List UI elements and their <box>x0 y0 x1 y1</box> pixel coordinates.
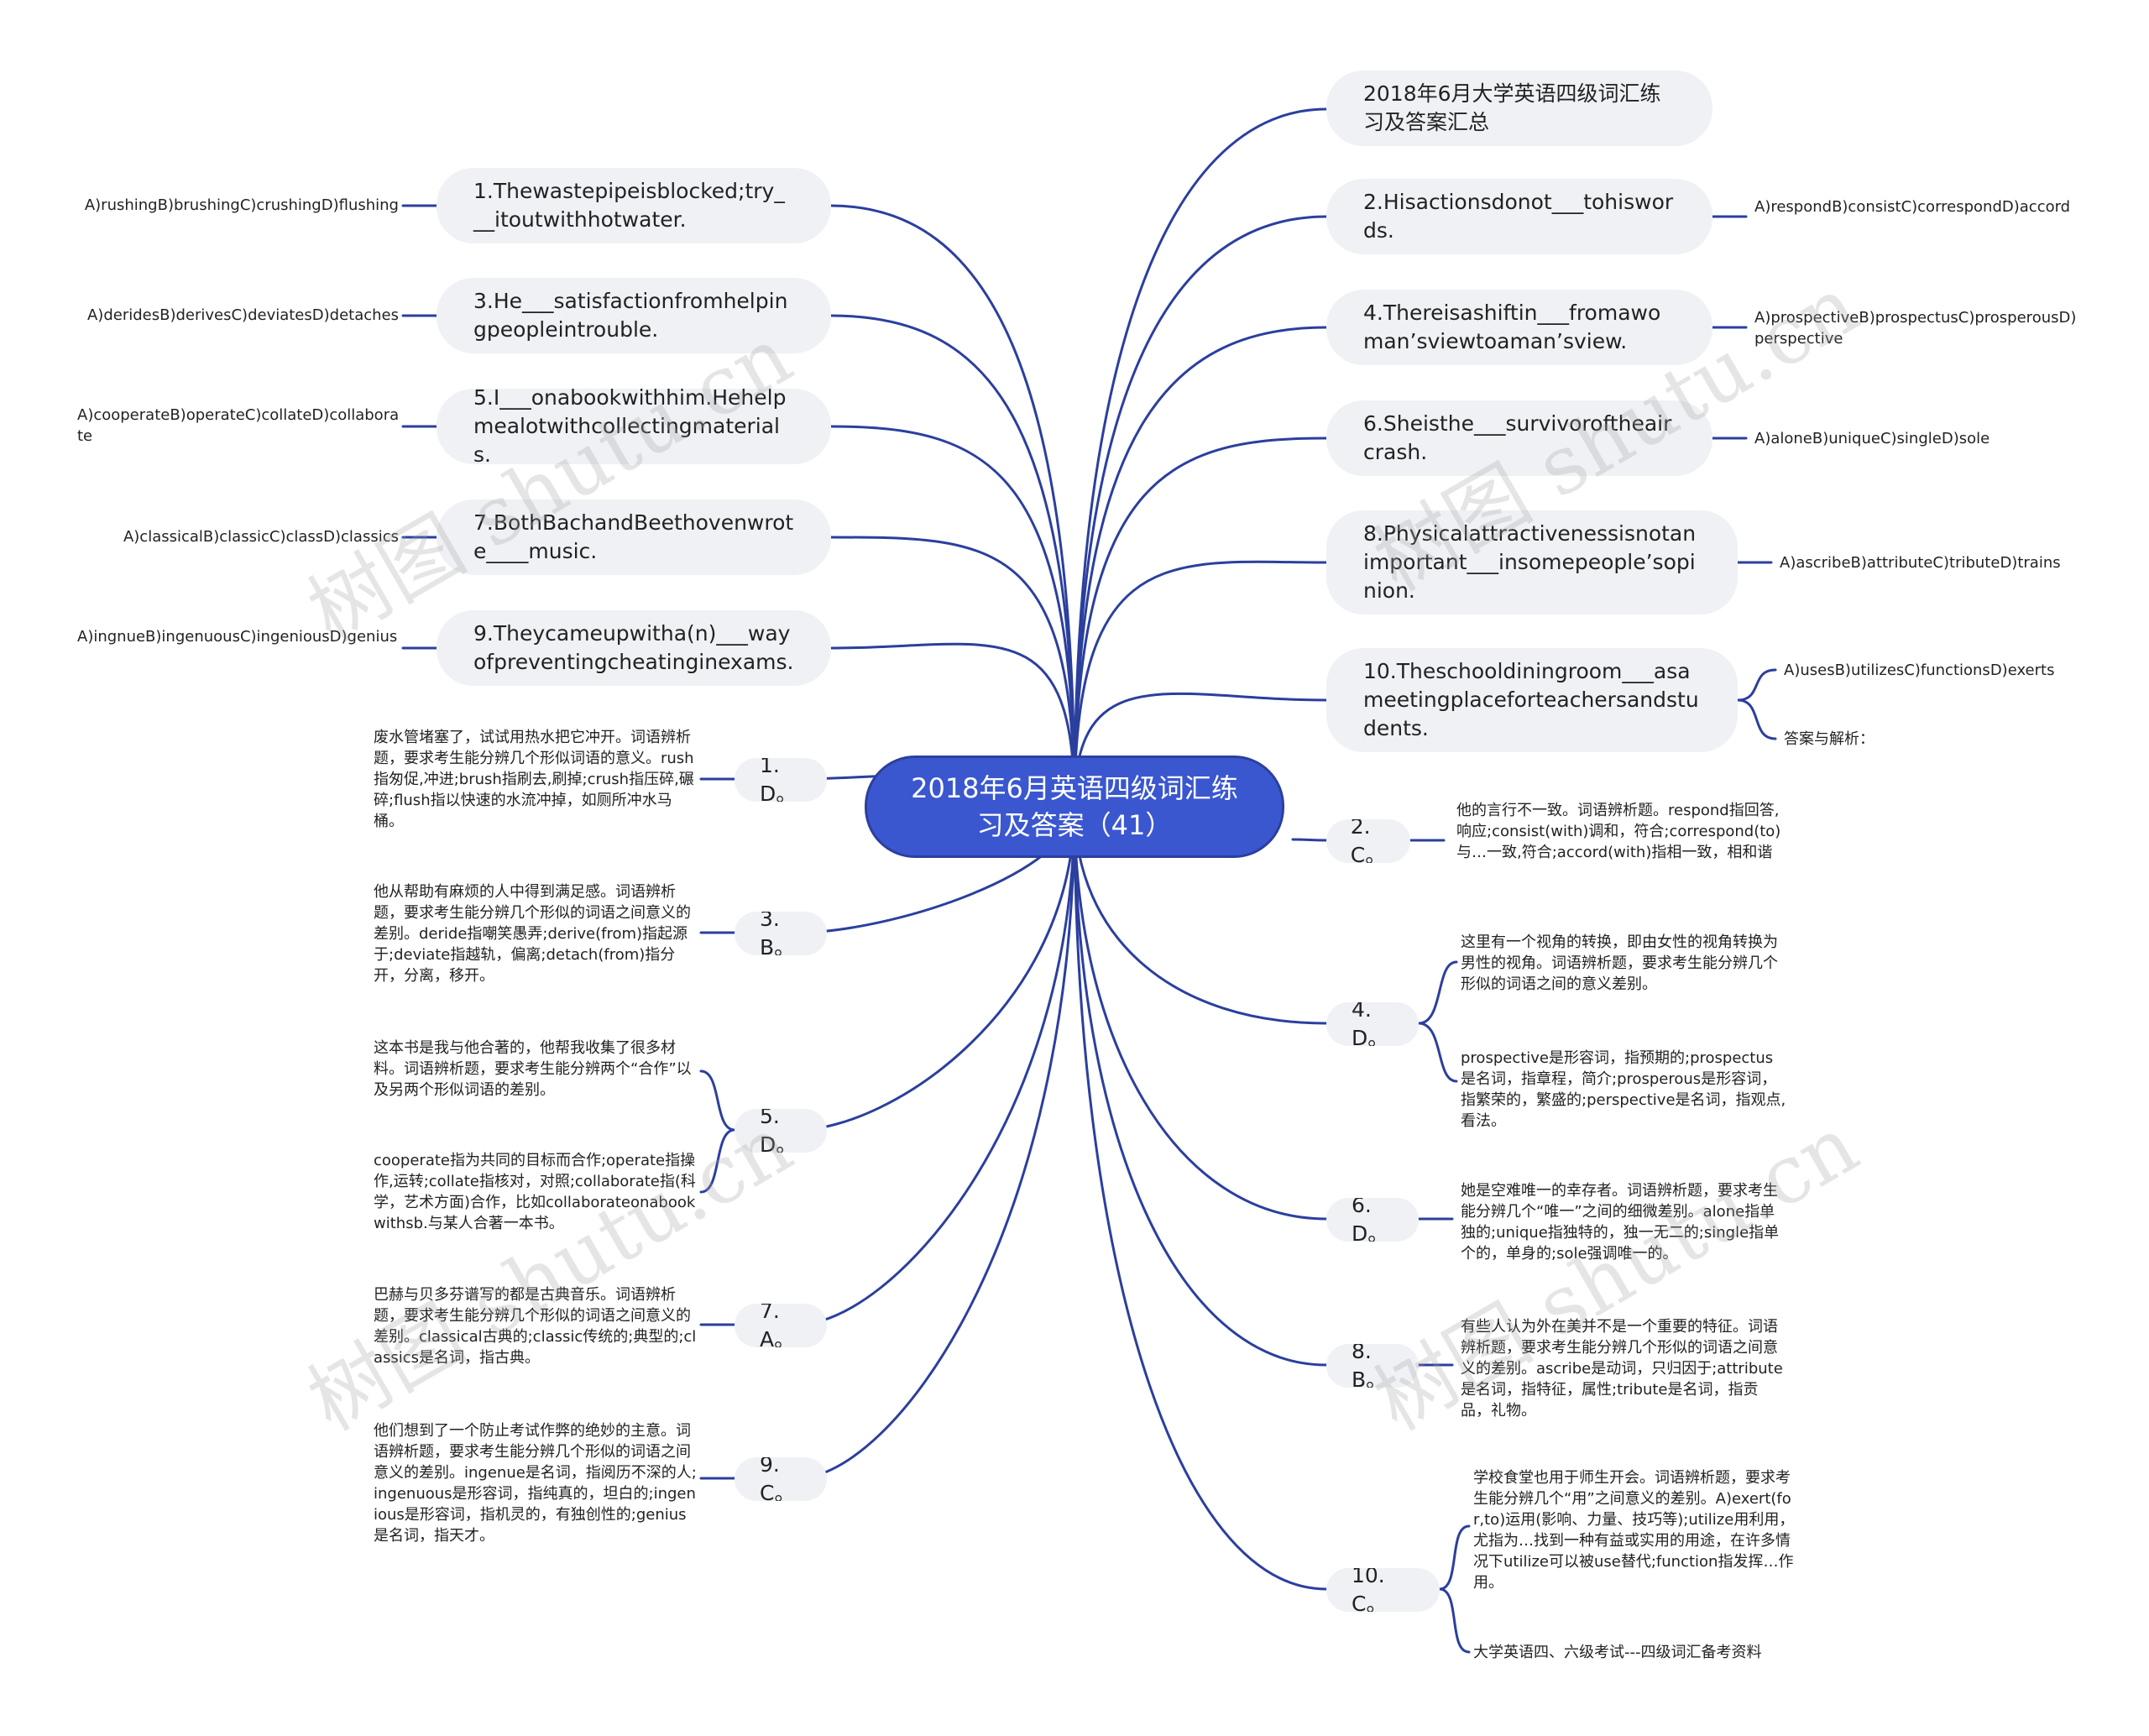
left-leaf-options-3: A)deridesB)derivesC)deviatesD)detaches <box>86 306 399 324</box>
answer-node-10c[interactable]: 10.C。 <box>1326 1568 1440 1612</box>
left-node-3[interactable]: 3.He___satisfactionfromhelpingpeopleintr… <box>437 278 831 353</box>
right-leaf-explain-8: 有些人认为外在美并不是一个重要的特征。词语辨析题，要求考生能分辨几个形似的词语之… <box>1461 1318 1783 1420</box>
right-node-6[interactable]: 10.Theschooldiningroom___asameetingplace… <box>1326 648 1738 752</box>
right-node-1[interactable]: 2018年6月大学英语四级词汇练习及答案汇总 <box>1326 71 1712 146</box>
root-topic[interactable]: 2018年6月英语四级词汇练习及答案（41） <box>865 756 1284 858</box>
left-leaf-explain-3: 他从帮助有麻烦的人中得到满足感。词语辨析题，要求考生能分辨几个形似的词语之间意义… <box>374 883 691 985</box>
answer-node-3b[interactable]: 3.B。 <box>735 912 827 955</box>
answer-node-4d[interactable]: 4.D。 <box>1326 1002 1419 1046</box>
connector-lines <box>401 107 1777 1654</box>
answer-node-9c[interactable]: 9.C。 <box>735 1457 827 1501</box>
left-leaf-options-5: A)cooperateB)operateC)collateD)collabora… <box>77 406 400 445</box>
right-leaf-explain-4b: prospective是形容词，指预期的;prospectus是名词，指章程，简… <box>1461 1049 1786 1130</box>
right-leaf-explain-10: 学校食堂也用于师生开会。词语辨析题，要求考生能分辨几个“用”之间意义的差别。A)… <box>1473 1469 1795 1592</box>
left-leaf-explain-7: 巴赫与贝多芬谱写的都是古典音乐。词语辨析题，要求考生能分辨几个形似的词语之间意义… <box>374 1286 697 1367</box>
left-leaf-explain-5a: 这本书是我与他合著的，他帮我收集了很多材料。词语辨析题，要求考生能分辨两个“合作… <box>374 1039 692 1099</box>
right-leaf-options-10: A)usesB)utilizesC)functionsD)exerts <box>1784 661 2055 679</box>
right-leaf-reference: 大学英语四、六级考试---四级词汇备考资料 <box>1473 1644 1762 1661</box>
right-node-4[interactable]: 6.Sheisthe___survivoroftheaircrash. <box>1326 400 1712 476</box>
right-node-5[interactable]: 8.Physicalattractivenessisnotanimportant… <box>1326 510 1738 614</box>
left-node-7[interactable]: 7.BothBachandBeethovenwrote____music. <box>437 499 831 575</box>
left-leaf-explain-9: 他们想到了一个防止考试作弊的绝妙的主意。词语辨析题，要求考生能分辨几个形似的词语… <box>374 1422 697 1545</box>
answer-node-6d[interactable]: 6.D。 <box>1326 1198 1419 1242</box>
answer-node-1d[interactable]: 1.D。 <box>735 758 827 802</box>
right-leaf-explain-6: 她是空难唯一的幸存者。词语辨析题，要求考生能分辨几个“唯一”之间的细微差别。al… <box>1461 1182 1780 1263</box>
root-title: 2018年6月英语四级词汇练习及答案（41） <box>911 772 1238 841</box>
right-leaf-options-6: A)aloneB)uniqueC)singleD)sole <box>1754 430 2005 447</box>
right-leaf-explain-2: 他的言行不一致。词语辨析题。respond指回答,响应;consist(with… <box>1456 802 1781 861</box>
left-leaf-options-9: A)ingnueB)ingenuousC)ingeniousD)genius <box>77 628 398 646</box>
left-leaf-options-7: A)classicalB)classicC)classD)classics <box>123 528 399 546</box>
right-node-3[interactable]: 4.Thereisashiftin___fromawoman’sviewtoam… <box>1326 290 1712 365</box>
left-node-5[interactable]: 5.I___onabookwithhim.Hehelpmealotwithcol… <box>437 389 831 464</box>
left-leaf-options-1: A)rushingB)brushingC)crushingD)flushing <box>84 196 399 214</box>
left-leaf-explain-1: 废水管堵塞了，试试用热水把它冲开。词语辨析题，要求考生能分辨几个形似词语的意义。… <box>374 729 694 830</box>
answer-node-7a[interactable]: 7.A。 <box>735 1304 827 1347</box>
right-leaf-answer-heading: 答案与解析： <box>1784 730 1874 748</box>
right-node-2[interactable]: 2.Hisactionsdonot___tohiswords. <box>1326 179 1712 254</box>
left-node-1[interactable]: 1.Thewastepipeisblocked;try___itoutwithh… <box>437 168 831 243</box>
right-leaf-explain-4a: 这里有一个视角的转换，即由女性的视角转换为男性的视角。词语辨析题，要求考生能分辨… <box>1461 933 1778 993</box>
right-leaf-options-2: A)respondB)consistC)correspondD)accord <box>1754 198 2071 216</box>
left-leaf-explain-5b: cooperate指为共同的目标而合作;operate指操作,运转;collat… <box>374 1152 696 1232</box>
right-leaf-options-4: A)prospectiveB)prospectusC)prosperousD)p… <box>1754 309 2077 348</box>
answer-node-5d[interactable]: 5.D。 <box>735 1109 827 1153</box>
right-leaf-options-8: A)ascribeB)attributeC)tributeD)trains <box>1780 554 2061 572</box>
answer-node-8b[interactable]: 8.B。 <box>1326 1344 1419 1388</box>
answer-node-2c[interactable]: 2.C。 <box>1326 819 1410 863</box>
left-node-9[interactable]: 9.Theycameupwitha(n)___wayofpreventingch… <box>437 610 831 686</box>
